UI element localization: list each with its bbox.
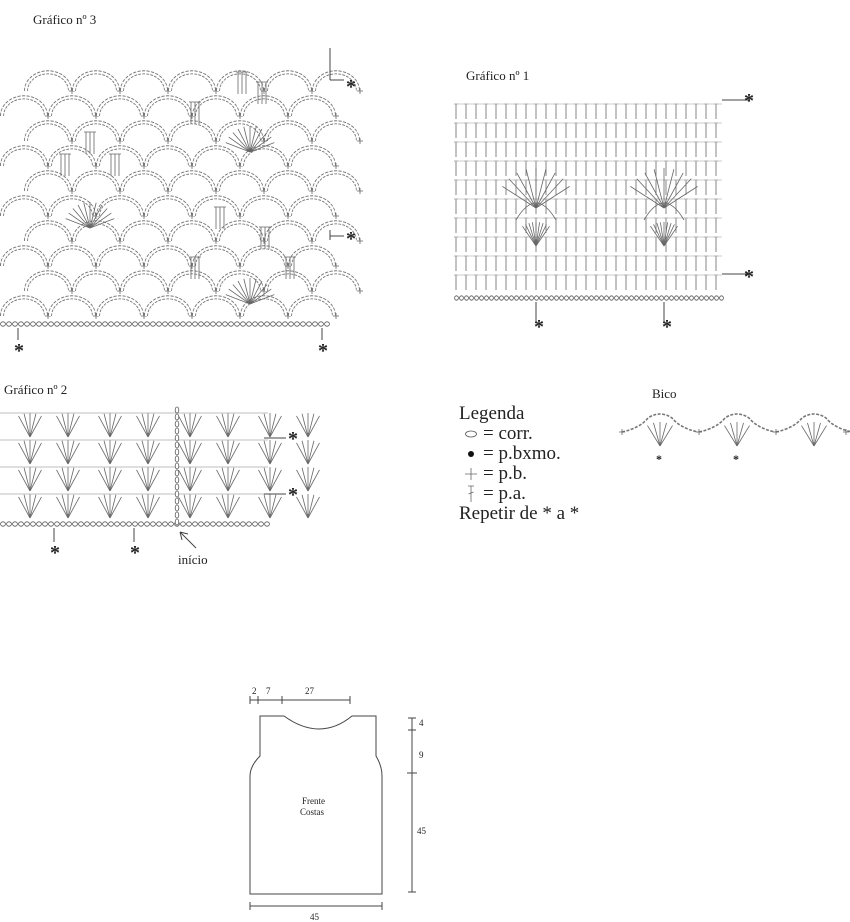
- chart3-repeat-star-bottom-1: *: [14, 340, 24, 362]
- dim-top-2: 2: [252, 686, 257, 696]
- bico-diagram: [619, 413, 850, 447]
- chart1-repeat-star-right-2: *: [744, 266, 754, 288]
- legend-repeat-text: Repetir de * a *: [459, 503, 580, 524]
- chart2-repeat-star-right-1: *: [288, 428, 298, 450]
- chart1-repeat-star-bottom-2: *: [662, 316, 672, 338]
- chart2-repeat-star-bottom-1: *: [50, 542, 60, 564]
- legend-item-text: = p.a.: [483, 483, 526, 504]
- bico-repeat-star-2: *: [733, 452, 739, 466]
- chart2-title: Gráfico nº 2: [4, 382, 68, 397]
- legend-item-text: = p.b.: [483, 463, 527, 484]
- legend-title: Legenda: [459, 403, 525, 424]
- chart2-repeat-star-right-2: *: [288, 484, 298, 506]
- piece-label-back: Costas: [300, 807, 325, 817]
- double-crochet-icon: [459, 485, 483, 503]
- dim-top-7: 7: [266, 686, 271, 696]
- dim-right-45: 45: [417, 826, 426, 836]
- chart2-repeat-star-bottom-2: *: [130, 542, 140, 564]
- legend-item-double-crochet: = p.a.: [459, 484, 579, 504]
- bico-title: Bico: [652, 386, 677, 401]
- legend-item-single-crochet: = p.b.: [459, 464, 579, 484]
- garment-schematic: [249, 696, 417, 910]
- legend-item-chain: = corr.: [459, 424, 579, 444]
- dim-right-9: 9: [419, 750, 424, 760]
- chart3-repeat-star-right-2: *: [346, 228, 356, 250]
- chart2-diagram: [0, 406, 320, 549]
- dim-bottom-45: 45: [310, 912, 319, 922]
- chart3-repeat-star-bottom-2: *: [318, 340, 328, 362]
- chart1-repeat-star-right-1: *: [744, 90, 754, 112]
- dim-right-4: 4: [419, 718, 424, 728]
- bico-repeat-star-1: *: [656, 452, 662, 466]
- dim-top-27: 27: [305, 686, 314, 696]
- chart3-repeat-star-right-1: *: [346, 76, 356, 98]
- chain-oval-icon: [459, 429, 483, 439]
- legend-item-text: = corr.: [483, 423, 533, 444]
- legend: Legenda = corr. = p.bxmo. = p.b. = p.a. …: [459, 404, 579, 524]
- chart1-repeat-star-bottom-1: *: [534, 316, 544, 338]
- chart1-diagram: [454, 99, 750, 322]
- single-crochet-cross-icon: [459, 467, 483, 481]
- chart2-start-label: início: [178, 552, 208, 567]
- chart3-diagram: [0, 48, 363, 340]
- chart3-title: Gráfico nº 3: [33, 12, 97, 27]
- legend-item-slip-stitch: = p.bxmo.: [459, 444, 579, 464]
- legend-item-text: = p.bxmo.: [483, 443, 561, 464]
- chart1-title: Gráfico nº 1: [466, 68, 530, 83]
- slip-stitch-dot-icon: [459, 449, 483, 459]
- piece-label-front: Frente: [302, 796, 325, 806]
